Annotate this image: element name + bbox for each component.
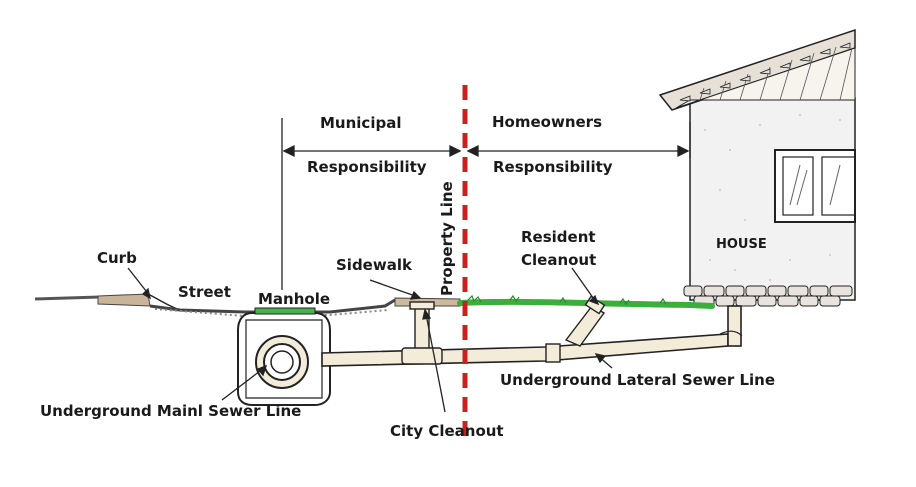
house-window [774, 149, 856, 223]
lateral-sewer-line-label: Underground Lateral Sewer Line [500, 371, 776, 389]
foundation-stones [683, 285, 853, 307]
homeowner-arrow-right [677, 144, 690, 158]
homeowners-label: Homeowners [492, 113, 603, 131]
house-label: HOUSE [716, 237, 767, 252]
house-riser [727, 305, 742, 347]
lateral-sewer-pipe [321, 295, 743, 367]
manhole-lid [254, 307, 316, 315]
municipal-arrow-left [282, 144, 295, 158]
grass [457, 298, 715, 309]
curb-label: Curb [97, 249, 137, 267]
lateral-pipe-body [321, 333, 729, 367]
manhole-label: Manhole [258, 290, 331, 308]
street-texture [154, 308, 389, 318]
municipal-responsibility-label: Responsibility [307, 158, 427, 176]
resident-cleanout-label-line2: Cleanout [521, 251, 597, 269]
manhole [237, 307, 331, 406]
house [658, 28, 856, 307]
city-cleanout-label: City Cleanout [390, 422, 504, 440]
grass-texture [467, 294, 667, 306]
main-sewer-line-label: Underground Mainl Sewer Line [40, 402, 302, 420]
roof-shingles [699, 46, 853, 101]
curb [97, 293, 151, 307]
resident-cleanout-label-line1: Resident [521, 228, 596, 246]
ground [34, 293, 715, 318]
resident-cleanout-riser [564, 305, 606, 347]
sidewalk-label: Sidewalk [336, 256, 412, 274]
left-ground [34, 295, 101, 301]
municipal-label: Municipal [320, 114, 402, 132]
wall-texture [704, 114, 841, 281]
homeowner-arrow-left [466, 144, 479, 158]
window-glare [789, 164, 841, 206]
roof-siding [675, 47, 856, 109]
street-label: Street [178, 283, 231, 301]
responsibility-markers [281, 118, 691, 290]
property-line-label: Property Line [438, 181, 456, 296]
leader-arrows [127, 267, 613, 413]
roof-tiles [679, 42, 851, 102]
municipal-arrow-right [449, 144, 462, 158]
homeowners-responsibility-label: Responsibility [493, 158, 613, 176]
